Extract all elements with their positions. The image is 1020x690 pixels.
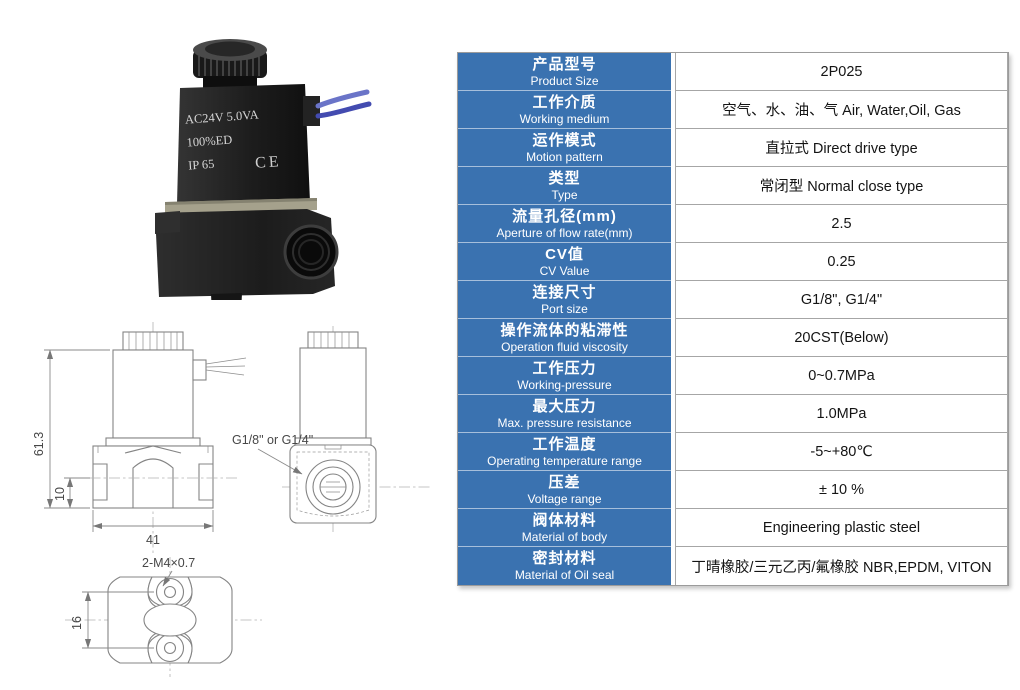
spec-label-en: Working-pressure xyxy=(517,377,612,392)
bottom-view-dimensions: 16 2-M4×0.7 xyxy=(70,556,195,649)
spec-value-cell: 常闭型 Normal close type xyxy=(675,167,1008,205)
spec-value-cell: G1/8", G1/4" xyxy=(675,281,1008,319)
table-row: 流量孔径(mm) Aperture of flow rate(mm) 2.5 xyxy=(458,205,1008,243)
spec-label-en: Material of Oil seal xyxy=(514,568,615,582)
spec-label-zh: 产品型号 xyxy=(532,55,597,73)
thread-label: 2-M4×0.7 xyxy=(142,556,195,570)
table-row: 最大压力 Max. pressure resistance 1.0MPa xyxy=(458,395,1008,433)
spec-label-cell: 流量孔径(mm) Aperture of flow rate(mm) xyxy=(458,205,671,243)
spec-value-cell: ± 10 % xyxy=(675,471,1008,509)
bottom-view-drawing: 16 2-M4×0.7 xyxy=(65,556,262,677)
table-row: 压差 Voltage range ± 10 % xyxy=(458,471,1008,509)
table-row: 工作温度 Operating temperature range -5~+80℃ xyxy=(458,433,1008,471)
table-row: 工作介质 Working medium 空气、水、油、气 Air, Water,… xyxy=(458,91,1008,129)
spec-label-en: Motion pattern xyxy=(526,149,603,164)
spec-value-cell: 1.0MPa xyxy=(675,395,1008,433)
table-row: 阀体材料 Material of body Engineering plasti… xyxy=(458,509,1008,547)
table-row: 运作模式 Motion pattern 直拉式 Direct drive typ… xyxy=(458,129,1008,167)
front-view-drawing: 61.3 10 41 xyxy=(32,322,247,554)
spec-value-cell: 空气、水、油、气 Air, Water,Oil, Gas xyxy=(675,91,1008,129)
coil-duty-text: 100%ED xyxy=(186,132,233,149)
spec-label-zh: 密封材料 xyxy=(532,550,597,567)
valve-coil: AC24V 5.0VA 100%ED IP 65 CE xyxy=(177,84,310,204)
table-row: 类型 Type 常闭型 Normal close type xyxy=(458,167,1008,205)
spec-label-zh: 压差 xyxy=(548,473,581,491)
table-row: 操作流体的粘滞性 Operation fluid viscosity 20CST… xyxy=(458,319,1008,357)
bottom-view-outline xyxy=(107,576,233,664)
spec-label-cell: 类型 Type xyxy=(458,167,671,205)
spec-label-cell: CV值 CV Value xyxy=(458,243,671,281)
table-row: 密封材料 Material of Oil seal 丁晴橡胶/三元乙丙/氟橡胶 … xyxy=(458,547,1008,585)
front-view-dimensions: 61.3 10 41 xyxy=(32,349,214,547)
spec-label-zh: 运作模式 xyxy=(532,131,597,149)
side-view-outline xyxy=(289,331,377,524)
spec-label-cell: 工作压力 Working-pressure xyxy=(458,357,671,395)
table-row: 产品型号 Product Size 2P025 xyxy=(458,53,1008,91)
valve-wires xyxy=(303,89,372,126)
spec-label-zh: 工作压力 xyxy=(532,359,597,377)
spec-label-zh: CV值 xyxy=(545,245,584,263)
spec-label-zh: 工作介质 xyxy=(532,93,597,111)
spec-value-cell: 0~0.7MPa xyxy=(675,357,1008,395)
spec-label-cell: 产品型号 Product Size xyxy=(458,53,671,91)
port-size-label: G1/8" or G1/4" xyxy=(232,433,313,447)
spec-label-cell: 工作温度 Operating temperature range xyxy=(458,433,671,471)
spec-table: 产品型号 Product Size 2P025 工作介质 Working med… xyxy=(457,52,1009,586)
spec-label-en: Material of body xyxy=(521,529,608,544)
spec-label-zh: 连接尺寸 xyxy=(532,283,597,301)
spec-value-cell: 2.5 xyxy=(675,205,1008,243)
spec-value-cell: 0.25 xyxy=(675,243,1008,281)
spec-label-zh: 工作温度 xyxy=(532,435,597,453)
spec-label-en: Max. pressure resistance xyxy=(497,415,632,430)
spec-label-en: Product Size xyxy=(530,73,599,88)
spec-label-en: Port size xyxy=(541,301,588,316)
coil-ip-text: IP 65 xyxy=(188,157,215,173)
spec-label-en: CV Value xyxy=(539,263,590,278)
spec-label-zh: 操作流体的粘滞性 xyxy=(500,321,629,339)
spec-label-cell: 运作模式 Motion pattern xyxy=(458,129,671,167)
table-row: CV值 CV Value 0.25 xyxy=(458,243,1008,281)
spec-label-cell: 压差 Voltage range xyxy=(458,471,671,509)
front-view-outline xyxy=(70,331,247,509)
spec-label-en: Voltage range xyxy=(527,491,602,506)
spec-value-cell: -5~+80℃ xyxy=(675,433,1008,471)
valve-cap xyxy=(193,39,267,89)
spec-label-cell: 最大压力 Max. pressure resistance xyxy=(458,395,671,433)
spec-label-en: Type xyxy=(551,187,578,202)
dim-bottom-label: 10 xyxy=(53,487,67,501)
valve-body xyxy=(155,198,339,300)
table-row: 工作压力 Working-pressure 0~0.7MPa xyxy=(458,357,1008,395)
spec-value-cell: Engineering plastic steel xyxy=(675,509,1008,547)
spec-label-zh: 最大压力 xyxy=(532,397,597,415)
coil-rating-text: AC24V 5.0VA xyxy=(184,108,259,127)
spec-label-zh: 阀体材料 xyxy=(532,511,597,529)
spec-label-zh: 流量孔径(mm) xyxy=(512,207,617,225)
table-row: 连接尺寸 Port size G1/8", G1/4" xyxy=(458,281,1008,319)
spec-label-en: Working medium xyxy=(519,111,610,126)
spec-label-cell: 连接尺寸 Port size xyxy=(458,281,671,319)
spec-label-cell: 工作介质 Working medium xyxy=(458,91,671,129)
spec-label-en: Operation fluid viscosity xyxy=(501,339,628,354)
product-photo: AC24V 5.0VA 100%ED IP 65 CE xyxy=(155,39,372,300)
dim-hole-spacing-label: 16 xyxy=(70,616,84,630)
spec-value-cell: 直拉式 Direct drive type xyxy=(675,129,1008,167)
spec-label-cell: 操作流体的粘滞性 Operation fluid viscosity xyxy=(458,319,671,357)
spec-label-en: Operating temperature range xyxy=(487,453,642,468)
ce-mark: CE xyxy=(255,153,283,172)
spec-label-zh: 类型 xyxy=(548,169,581,187)
spec-value-cell: 20CST(Below) xyxy=(675,319,1008,357)
spec-label-en: Aperture of flow rate(mm) xyxy=(496,225,633,240)
spec-label-cell: 阀体材料 Material of body xyxy=(458,509,671,547)
spec-value-cell: 2P025 xyxy=(675,53,1008,91)
spec-label-cell: 密封材料 Material of Oil seal xyxy=(458,547,671,585)
spec-value-cell: 丁晴橡胶/三元乙丙/氟橡胶 NBR,EPDM, VITON xyxy=(675,547,1008,585)
dim-width-label: 41 xyxy=(146,533,160,547)
dim-height-label: 61.3 xyxy=(32,432,46,456)
side-view-drawing: G1/8" or G1/4" xyxy=(232,326,430,534)
side-view-annotations: G1/8" or G1/4" xyxy=(232,433,313,475)
